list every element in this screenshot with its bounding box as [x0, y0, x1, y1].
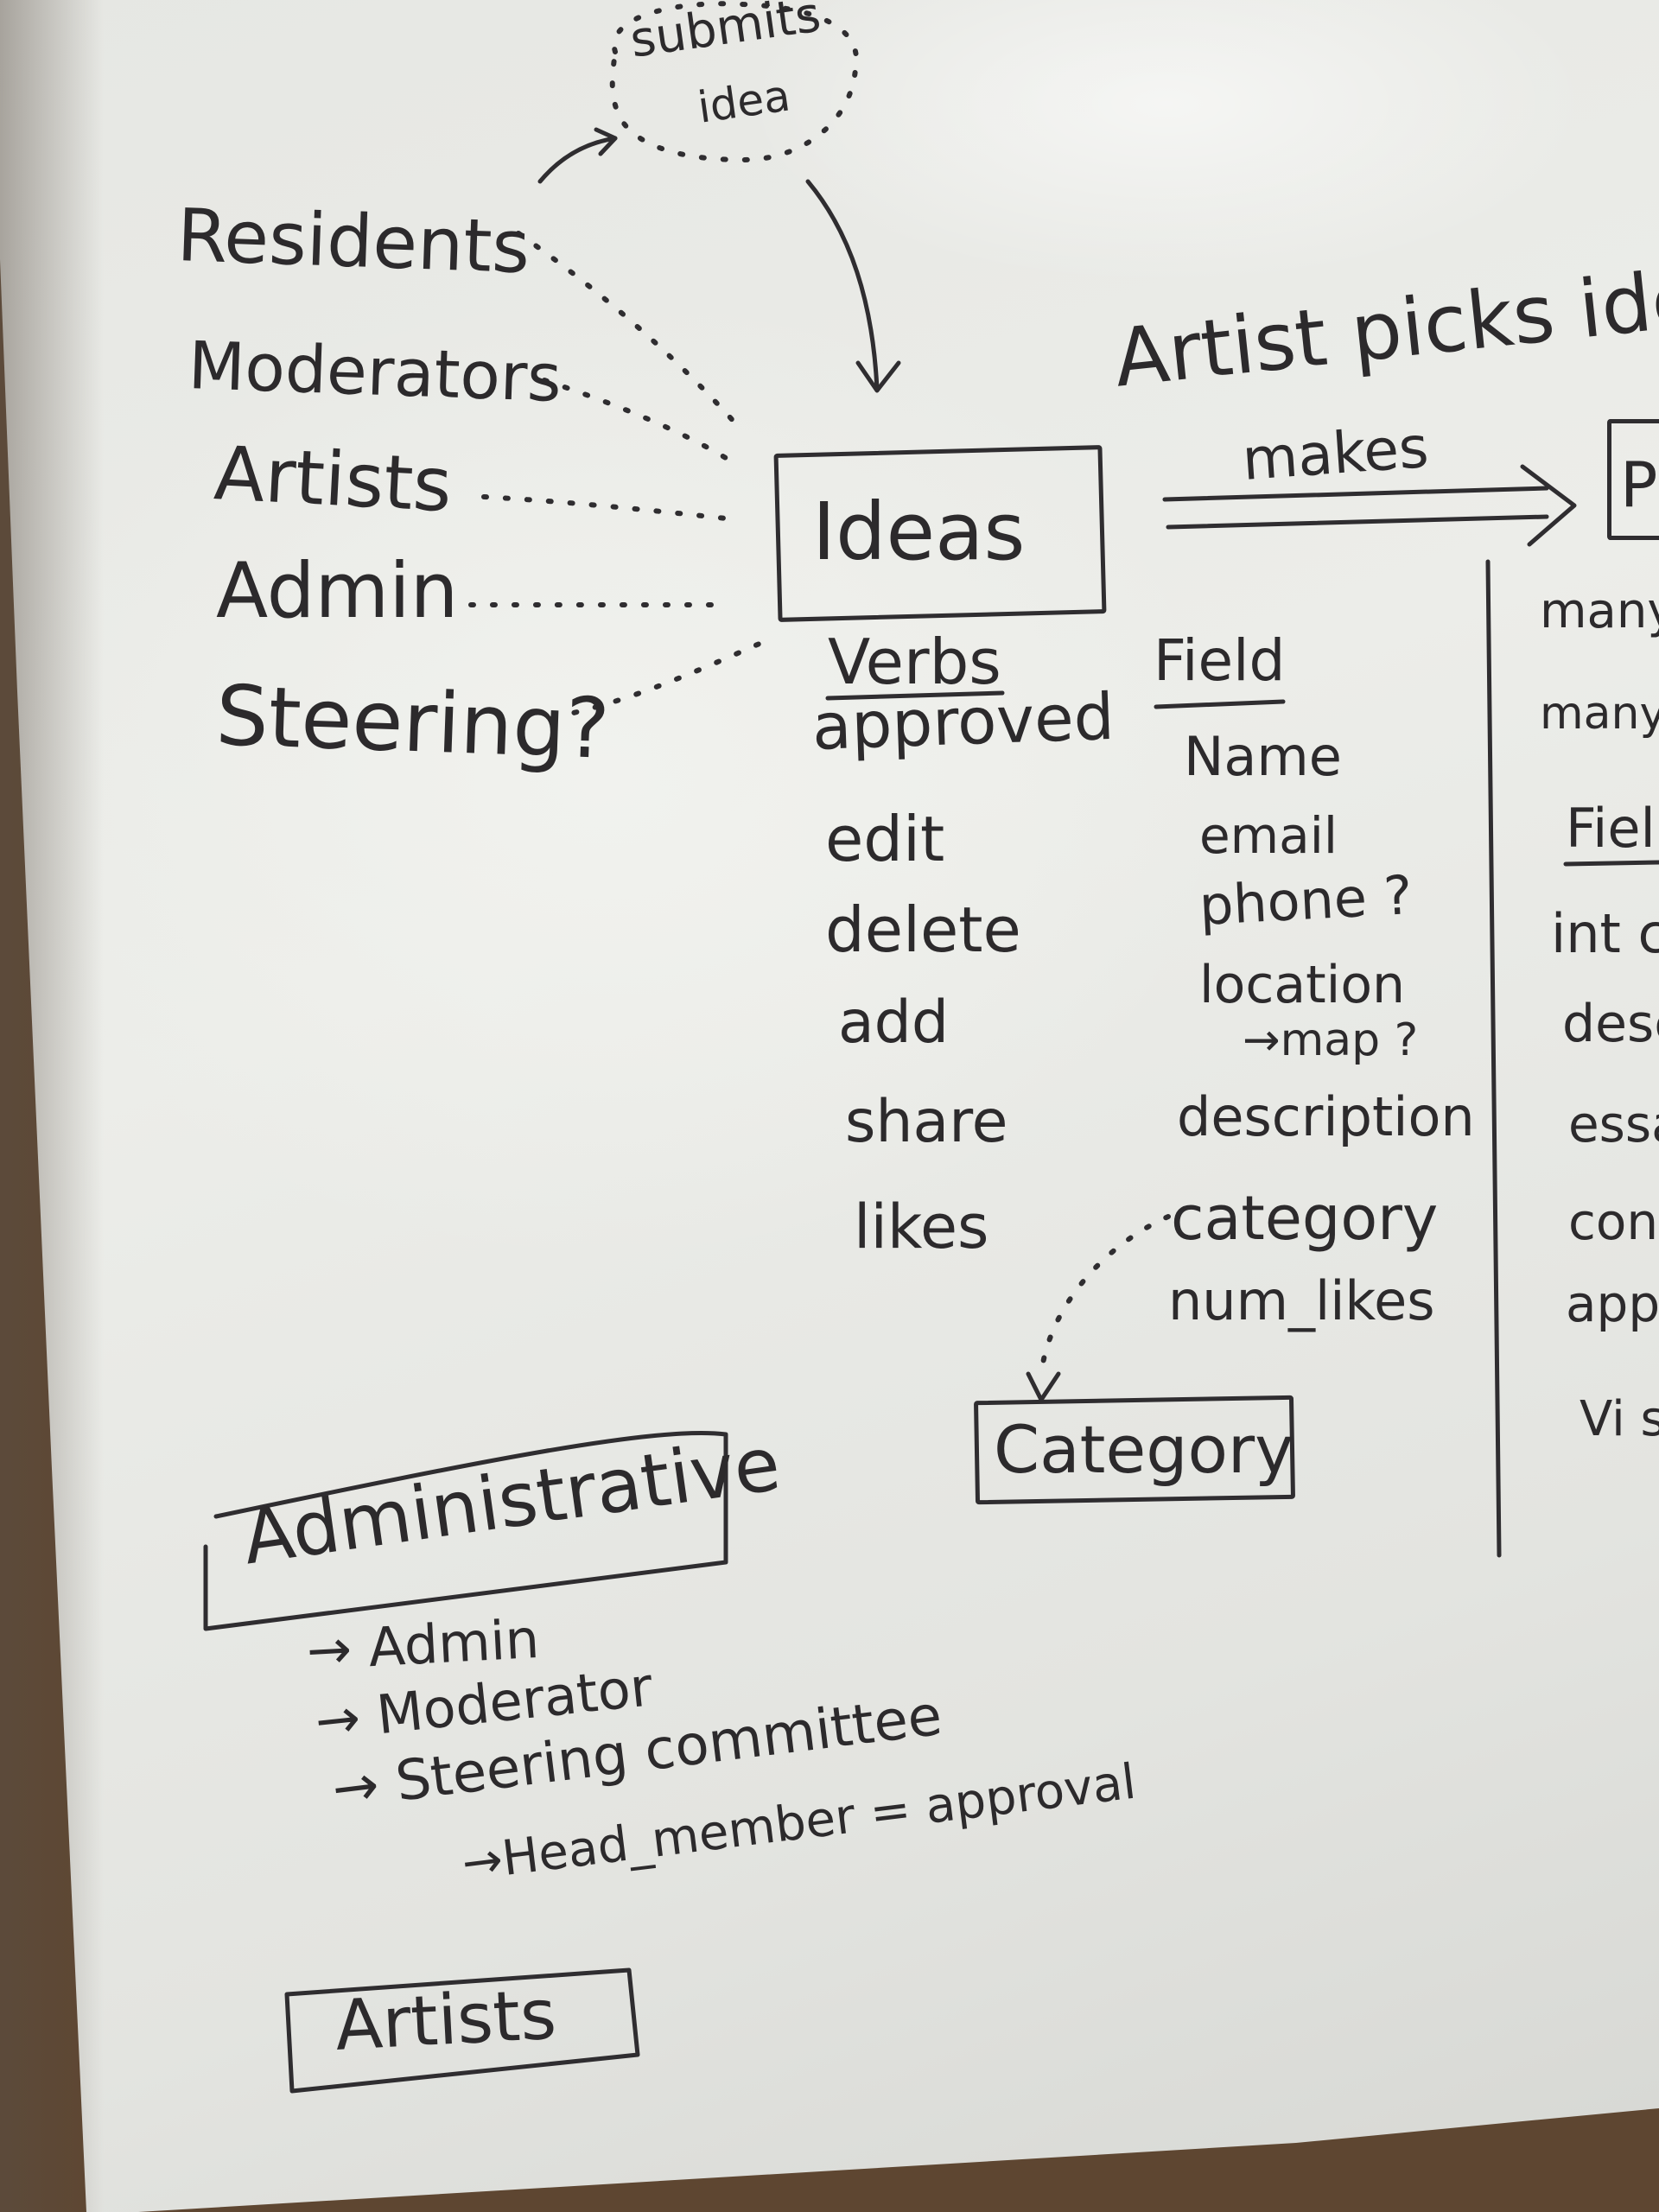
submits-to-ideas-arrow: [805, 179, 880, 391]
field-item: email: [1199, 806, 1338, 865]
right-col-item: appr: [1566, 1274, 1659, 1333]
actor-moderators: Moderators: [187, 327, 563, 417]
field-item: →map ?: [1243, 1014, 1419, 1066]
right-col-item: Fiel: [1566, 797, 1656, 860]
submits-idea-cloud: [609, 1, 860, 162]
verb-item: edit: [825, 803, 945, 875]
right-col-item: many: [1540, 583, 1659, 639]
field-item: location: [1199, 955, 1406, 1015]
verb-item: add: [838, 988, 949, 1057]
field-item: description: [1177, 1085, 1475, 1148]
right-col-item: int c: [1551, 902, 1659, 965]
idea-label: idea: [694, 70, 794, 133]
residents-connector: [516, 231, 746, 435]
submits-arrowhead: [855, 360, 901, 393]
makes-arrow-bottom: [1166, 514, 1549, 530]
makes-arrow-top: [1162, 486, 1549, 502]
artists-connector: [481, 494, 728, 521]
category-box-label: Category: [994, 1411, 1294, 1488]
administrative-box: [203, 1431, 728, 1631]
field-underline: [1154, 699, 1286, 709]
field-item: phone ?: [1198, 863, 1414, 938]
field-item: Name: [1184, 725, 1342, 788]
field-item: num_likes: [1168, 1269, 1435, 1332]
verb-item: approved: [810, 679, 1116, 765]
right-field-underline: [1563, 860, 1659, 867]
verb-item: share: [845, 1088, 1008, 1156]
verb-item: likes: [854, 1192, 989, 1262]
administrative-item: → Admin: [305, 1606, 541, 1682]
column-divider: [1485, 559, 1502, 1558]
right-col-item: descr: [1562, 994, 1659, 1054]
right-box-label: P: [1620, 448, 1658, 521]
artists-box-label: Artists: [333, 1974, 558, 2066]
moderators-connector: [542, 378, 728, 461]
actor-steering: Steering?: [214, 667, 612, 778]
category-arrowhead: [1026, 1371, 1061, 1402]
whiteboard-frame-shadow: [0, 0, 104, 2212]
field-header: Field: [1154, 627, 1286, 694]
actor-admin: Admin: [216, 546, 459, 635]
artists-box: [284, 1967, 640, 2094]
steering-connector: [550, 637, 772, 720]
verbs-underline: [825, 690, 1005, 701]
right-col-item: many: [1540, 688, 1659, 740]
right-col-item: cont: [1568, 1192, 1659, 1251]
makes-arrowhead: [1520, 464, 1577, 547]
residents-arrow: [537, 136, 618, 184]
field-item: category: [1171, 1183, 1439, 1254]
category-connector: [1039, 1214, 1171, 1376]
verb-item: delete: [825, 893, 1021, 966]
right-box-partial: [1607, 419, 1659, 540]
actor-artists: Artists: [212, 430, 454, 530]
right-col-item: essa: [1568, 1095, 1659, 1154]
makes-label: makes: [1240, 414, 1431, 493]
ideas-box-label: Ideas: [812, 486, 1026, 578]
verbs-header: Verbs: [828, 626, 1001, 698]
right-col-item: Vi si: [1580, 1391, 1659, 1447]
residents-arrowhead: [594, 127, 618, 156]
actor-residents: Residents: [175, 193, 531, 290]
